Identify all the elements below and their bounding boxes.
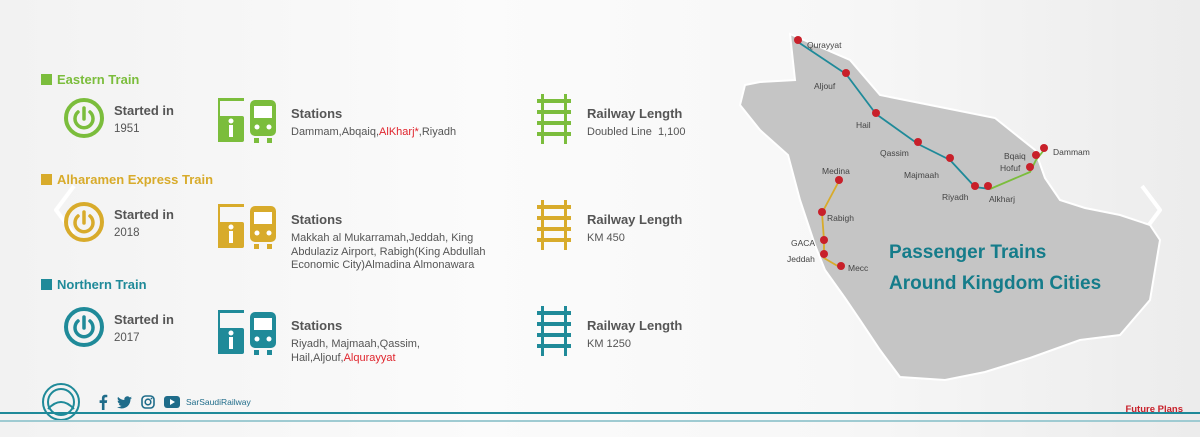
railway-track-icon: [537, 200, 571, 250]
city-label-hail: Hail: [856, 120, 871, 130]
power-icon: [64, 202, 104, 242]
youtube-icon[interactable]: [164, 396, 180, 408]
stations-list: Makkah al Mukarramah,Jeddah, King Abdula…: [291, 232, 523, 273]
train-station-icon: [218, 98, 276, 143]
started-block: Started in 1951: [63, 97, 213, 147]
started-label: Started in: [114, 312, 174, 327]
stations-label: Stations: [291, 106, 343, 121]
city-label-dammam: Dammam: [1053, 147, 1090, 157]
power-icon: [64, 307, 104, 347]
stations-text: Riyadh, Majmaah,Qassim, Hail,Aljouf,: [291, 338, 420, 364]
stations-label: Stations: [291, 318, 343, 333]
city-label-qassim: Qassim: [880, 148, 909, 158]
map-shape: [738, 32, 1162, 382]
twitter-icon[interactable]: [117, 395, 132, 409]
stations-highlight: Alqurayyat: [343, 351, 396, 364]
instagram-icon[interactable]: [141, 395, 155, 409]
facebook-icon[interactable]: [98, 394, 108, 410]
started-year: 1951: [114, 123, 140, 135]
saudi-arabia-map: [738, 32, 1162, 382]
stations-list: Riyadh, Majmaah,Qassim, Hail,Aljouf,Alqu…: [291, 338, 523, 365]
stations-list: Dammam,Abqaiq,AlKharj*,Riyadh: [291, 126, 523, 140]
railway-track-icon: [537, 306, 571, 356]
started-label: Started in: [114, 103, 174, 118]
started-year: 2018: [114, 227, 140, 239]
city-label-gaca: GACA: [791, 238, 816, 248]
map-title: Passenger Trains Around Kingdom Cities: [889, 237, 1101, 299]
square-bullet: [41, 174, 52, 185]
rail-label: Railway Length: [587, 318, 683, 333]
city-label-riyadh: Riyadh: [942, 192, 969, 202]
city-label-mecc: Mecc: [848, 263, 869, 273]
station-markers: [794, 36, 1048, 270]
stations-text: Dammam,Abqaiq,: [291, 126, 380, 138]
section-title: Northern Train: [57, 277, 147, 292]
power-icon: [64, 98, 104, 138]
stations-tail: ,Riyadh: [418, 126, 457, 138]
square-bullet: [41, 279, 52, 290]
city-label-majmaah: Majmaah: [904, 170, 939, 180]
started-year: 2017: [114, 332, 140, 344]
train-station-icon: [218, 204, 276, 249]
city-label-rabigh: Rabigh: [827, 213, 854, 223]
stations-text: Makkah al Mukarramah,Jeddah, King Abdula…: [291, 232, 486, 271]
eastern-train-header: Eastern Train: [41, 72, 139, 87]
alharamen-train-header: Alharamen Express Train: [41, 172, 213, 187]
map-title-line2: Around Kingdom Cities: [889, 273, 1102, 294]
city-label-jeddah: Jeddah: [787, 254, 815, 264]
city-label-alkharj: Alkharj: [989, 194, 1015, 204]
sar-logo-icon[interactable]: [40, 381, 82, 423]
map-title-line1: Passenger Trains: [889, 242, 1047, 263]
city-label-hofuf: Hofuf: [1000, 163, 1021, 173]
section-title: Eastern Train: [57, 72, 140, 87]
started-block: Started in 2018: [63, 201, 213, 251]
railway-track-icon: [537, 94, 571, 144]
stations-highlight: AlKharj*: [379, 126, 419, 138]
started-block: Started in 2017: [63, 306, 213, 356]
stations-label: Stations: [291, 212, 343, 227]
city-label-medina: Medina: [822, 166, 850, 176]
rail-label: Railway Length: [587, 106, 683, 121]
city-label-bqaiq: Bqaiq: [1004, 151, 1026, 161]
rail-value: KM 1250: [587, 338, 632, 350]
section-title: Alharamen Express Train: [57, 172, 214, 187]
rail-value: Doubled Line 1,100: [587, 126, 686, 138]
train-station-icon: [218, 310, 276, 355]
rail-value: KM 450: [587, 232, 625, 244]
footer-divider: [0, 412, 1200, 414]
social-handle[interactable]: SarSaudiRailway: [186, 397, 251, 407]
northern-train-header: Northern Train: [41, 277, 147, 292]
city-label-aljouf: Aljouf: [814, 81, 836, 91]
rail-label: Railway Length: [587, 212, 683, 227]
square-bullet: [41, 74, 52, 85]
started-label: Started in: [114, 207, 174, 222]
city-label-qurayyat: Qurayyat: [807, 40, 842, 50]
social-links: SarSaudiRailway: [98, 393, 251, 411]
footer-divider-2: [0, 420, 1200, 422]
future-plans-link[interactable]: Future Plans: [1125, 404, 1183, 415]
